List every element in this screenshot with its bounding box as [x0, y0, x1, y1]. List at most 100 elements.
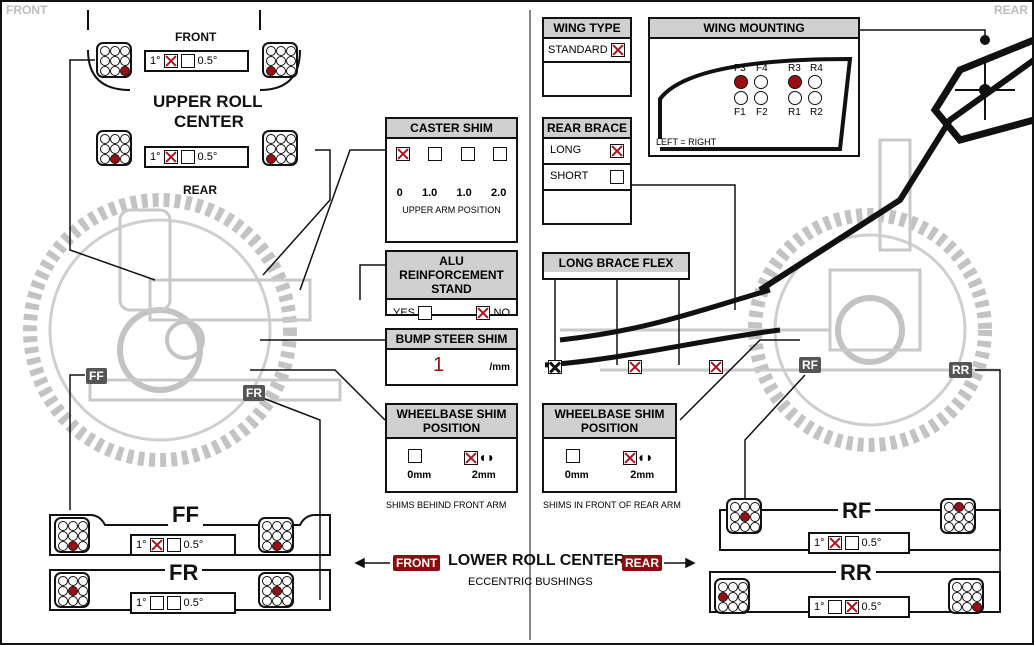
bushing-dot[interactable]	[750, 502, 760, 512]
bushing-dot[interactable]	[286, 56, 296, 66]
bushing-dot[interactable]	[276, 46, 286, 56]
bushing-dot[interactable]	[728, 582, 738, 592]
rf-opt2-checkbox[interactable]	[844, 536, 859, 550]
bushing-dot[interactable]	[262, 576, 272, 586]
hole-f4[interactable]	[754, 75, 768, 89]
bushing-dot[interactable]	[100, 154, 110, 164]
bushing-dot[interactable]	[282, 586, 292, 596]
bushing-dot[interactable]	[120, 66, 130, 76]
bushing-dot[interactable]	[730, 502, 740, 512]
bushing-dot[interactable]	[110, 144, 120, 154]
fr-opt2-checkbox[interactable]	[166, 596, 181, 610]
hole-r1[interactable]	[788, 91, 802, 105]
bushing-dot[interactable]	[728, 592, 738, 602]
bushing-dot[interactable]	[68, 521, 78, 531]
bushing-dot[interactable]	[276, 134, 286, 144]
bushing-dot[interactable]	[944, 502, 954, 512]
bushing-dot[interactable]	[272, 531, 282, 541]
bushing-dot[interactable]	[282, 521, 292, 531]
bushing-dot[interactable]	[68, 586, 78, 596]
hole-f1[interactable]	[734, 91, 748, 105]
alu-no-checkbox[interactable]	[476, 306, 491, 320]
bushing-dot[interactable]	[68, 596, 78, 606]
bushing-dot[interactable]	[276, 154, 286, 164]
bushing-dot[interactable]	[718, 592, 728, 602]
bushing-dot[interactable]	[266, 154, 276, 164]
bushing-dot[interactable]	[718, 582, 728, 592]
bushing-dot[interactable]	[272, 576, 282, 586]
bushing-dot[interactable]	[954, 502, 964, 512]
bushing-dot[interactable]	[100, 66, 110, 76]
rr-opt1-checkbox[interactable]	[827, 600, 842, 614]
bushing-dot[interactable]	[944, 522, 954, 532]
bushing-dot[interactable]	[286, 144, 296, 154]
bushing-dot[interactable]	[120, 56, 130, 66]
bushing-dot[interactable]	[262, 541, 272, 551]
upper-rear-opt2-checkbox[interactable]	[180, 150, 195, 164]
bushing-dot[interactable]	[266, 134, 276, 144]
bushing-dot[interactable]	[262, 521, 272, 531]
bushing-dot[interactable]	[964, 512, 974, 522]
bushing-dot[interactable]	[286, 134, 296, 144]
bushing-dot[interactable]	[110, 56, 120, 66]
bushing-dot[interactable]	[266, 46, 276, 56]
bushing-dot[interactable]	[750, 522, 760, 532]
upper-front-opt2-checkbox[interactable]	[180, 54, 195, 68]
bushing-dot[interactable]	[68, 576, 78, 586]
caster-shim-checkbox-0[interactable]	[396, 147, 411, 161]
bushing-dot[interactable]	[282, 541, 292, 551]
bushing-dot[interactable]	[730, 512, 740, 522]
bushing-dot[interactable]	[110, 134, 120, 144]
caster-shim-checkbox-1[interactable]	[428, 147, 443, 161]
bushing-dot[interactable]	[962, 592, 972, 602]
bushing-dot[interactable]	[972, 582, 982, 592]
bushing-dot[interactable]	[972, 592, 982, 602]
bushing-dot[interactable]	[78, 576, 88, 586]
bushing-dot[interactable]	[262, 586, 272, 596]
brace-flex-checkbox-3[interactable]	[708, 359, 723, 374]
bushing-dot[interactable]	[78, 521, 88, 531]
bushing-dot[interactable]	[972, 602, 982, 612]
bushing-dot[interactable]	[964, 502, 974, 512]
bushing-dot[interactable]	[954, 512, 964, 522]
hole-f2[interactable]	[754, 91, 768, 105]
bushing-dot[interactable]	[282, 576, 292, 586]
ff-opt1-checkbox[interactable]	[149, 538, 164, 552]
bushing-dot[interactable]	[272, 541, 282, 551]
bushing-dot[interactable]	[282, 596, 292, 606]
bushing-dot[interactable]	[58, 531, 68, 541]
wheelbase-front-checkbox-2[interactable]	[464, 450, 479, 465]
rear-brace-short-checkbox[interactable]	[610, 170, 624, 184]
rr-opt2-checkbox[interactable]	[844, 600, 859, 614]
rf-opt1-checkbox[interactable]	[827, 536, 842, 550]
bushing-dot[interactable]	[738, 602, 748, 612]
bushing-dot[interactable]	[78, 541, 88, 551]
bushing-dot[interactable]	[262, 531, 272, 541]
bushing-dot[interactable]	[964, 522, 974, 532]
bushing-dot[interactable]	[286, 66, 296, 76]
bushing-dot[interactable]	[286, 46, 296, 56]
bushing-dot[interactable]	[750, 512, 760, 522]
bushing-dot[interactable]	[738, 582, 748, 592]
bushing-dot[interactable]	[110, 154, 120, 164]
hole-r2[interactable]	[808, 91, 822, 105]
bushing-dot[interactable]	[954, 522, 964, 532]
bushing-dot[interactable]	[952, 592, 962, 602]
bushing-dot[interactable]	[58, 521, 68, 531]
ff-opt2-checkbox[interactable]	[166, 538, 181, 552]
bushing-dot[interactable]	[282, 531, 292, 541]
bushing-dot[interactable]	[110, 66, 120, 76]
bushing-dot[interactable]	[58, 596, 68, 606]
wheelbase-rear-checkbox-2[interactable]	[622, 450, 637, 465]
bushing-dot[interactable]	[266, 144, 276, 154]
bushing-dot[interactable]	[276, 56, 286, 66]
bushing-dot[interactable]	[730, 522, 740, 532]
bushing-dot[interactable]	[944, 512, 954, 522]
bushing-dot[interactable]	[58, 541, 68, 551]
bushing-dot[interactable]	[266, 56, 276, 66]
bump-steer-value[interactable]: 1	[433, 354, 445, 376]
bushing-dot[interactable]	[276, 144, 286, 154]
bushing-dot[interactable]	[738, 592, 748, 602]
bushing-dot[interactable]	[58, 586, 68, 596]
caster-shim-checkbox-2[interactable]	[460, 147, 475, 161]
